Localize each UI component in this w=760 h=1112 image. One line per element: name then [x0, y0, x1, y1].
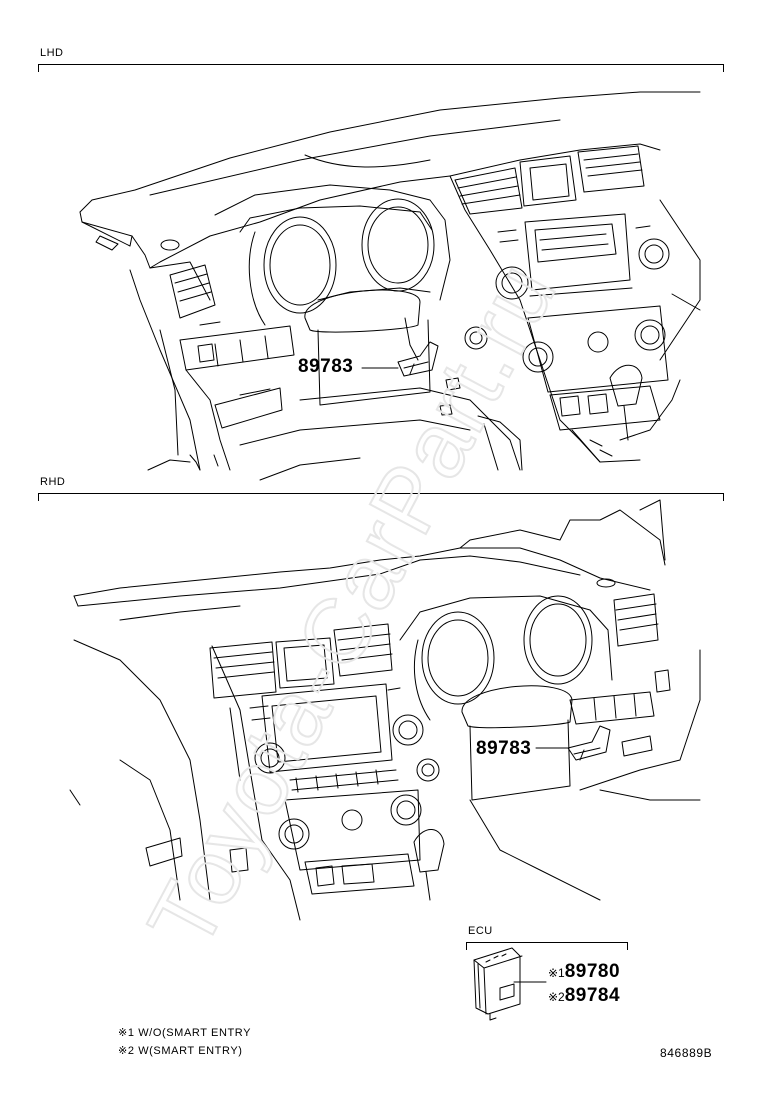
- ecu-module-drawing: [473, 947, 547, 1021]
- lhd-part-number: 89783: [298, 356, 354, 377]
- ecu-part-row-1: ※1 89780: [548, 961, 620, 983]
- note-1: ※1 W/O(SMART ENTRY: [118, 1027, 252, 1039]
- watermark-text: Toyota-CarPart.ru: [129, 246, 576, 965]
- lhd-label: LHD: [40, 47, 64, 59]
- ecu-part-marker: ※2: [548, 990, 565, 1004]
- ecu-part-number: 89784: [564, 985, 621, 1006]
- illustration-code: 846889B: [660, 1046, 713, 1060]
- ecu-part-number: 89780: [564, 961, 621, 982]
- lhd-bracket: [38, 64, 724, 72]
- ecu-part-marker: ※1: [548, 966, 565, 980]
- ecu-label: ECU: [468, 925, 493, 937]
- rhd-dashboard-drawing: [69, 499, 701, 921]
- note-2: ※2 W(SMART ENTRY): [118, 1045, 243, 1057]
- rhd-label: RHD: [40, 476, 66, 488]
- ecu-part-row-2: ※2 89784: [548, 985, 620, 1007]
- rhd-part-number: 89783: [476, 738, 532, 759]
- ecu-bracket: [466, 942, 628, 950]
- rhd-bracket: [38, 493, 724, 501]
- lhd-dashboard-drawing: [79, 91, 701, 481]
